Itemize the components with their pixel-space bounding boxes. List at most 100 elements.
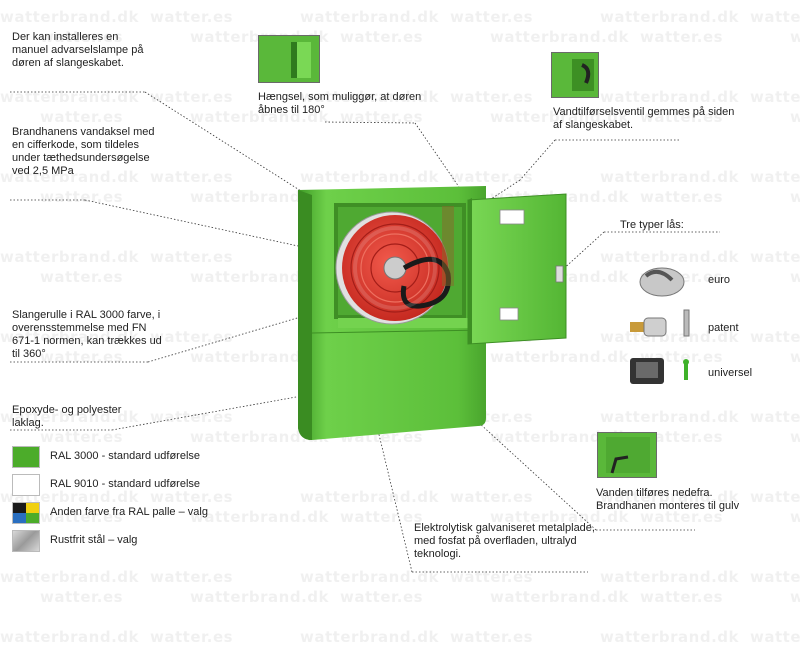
- hinge-callout: Hængsel, som muliggør, at døren åbnes ti…: [258, 91, 422, 116]
- watermark-text: watterbrand.dk: [190, 268, 329, 286]
- watermark-text: watter.es: [340, 508, 424, 526]
- color-option-label: RAL 9010 - standard udførelse: [50, 478, 201, 490]
- patent-lock-icon: [630, 309, 690, 337]
- color-swatch: [12, 502, 40, 524]
- watermark-text: watterbrand.dk: [0, 168, 139, 186]
- watermark-text: watter.es: [340, 108, 424, 126]
- watermark-text: watterbrand.dk: [300, 488, 439, 506]
- watermark-text: watterbrand.dk: [790, 188, 800, 206]
- valve-coupling-callout: Brandhanens vandaksel med en cifferkode,…: [12, 126, 155, 177]
- watermark-text: watter.es: [150, 408, 234, 426]
- watermark-text: watterbrand.dk: [490, 508, 629, 526]
- watermark-text: watterbrand.dk: [600, 568, 739, 586]
- watermark-text: watterbrand.dk: [790, 28, 800, 46]
- reel-callout: Slangerulle i RAL 3000 farve, i overenss…: [12, 309, 162, 360]
- color-swatch: [12, 530, 40, 552]
- watermark-text: watterbrand.dk: [190, 348, 329, 366]
- watermark-text: watterbrand.dk: [600, 328, 739, 346]
- watermark-text: watter.es: [150, 168, 234, 186]
- watermark-text: watterbrand.dk: [490, 348, 629, 366]
- watermark-text: watterbrand.dk: [190, 428, 329, 446]
- lamp-callout: Der kan installeres en manuel advarselsl…: [12, 31, 144, 69]
- watermark-text: watterbrand.dk: [490, 28, 629, 46]
- watermark-text: watter.es: [640, 188, 724, 206]
- watermark-text: watterbrand.dk: [490, 428, 629, 446]
- locks-title: Tre typer lås:: [620, 219, 684, 231]
- watermark-text: watter.es: [40, 508, 124, 526]
- watermark-text: watterbrand.dk: [0, 568, 139, 586]
- watermark-text: watter.es: [340, 28, 424, 46]
- watermark-text: watter.es: [150, 488, 234, 506]
- watermark-text: watterbrand.dk: [190, 188, 329, 206]
- watermark-text: watter.es: [750, 408, 800, 426]
- universal-lock-icon: [630, 358, 689, 384]
- hinge-thumbnail: [258, 35, 320, 83]
- water-supply-callout: Vanden tilføres nedefra. Brandhanen mont…: [596, 487, 740, 512]
- watermark-text: watterbrand.dk: [0, 328, 139, 346]
- watermark-text: watter.es: [150, 568, 234, 586]
- watermark-text: watter.es: [750, 248, 800, 266]
- watermark-text: watterbrand.dk: [790, 588, 800, 606]
- watermark-text: watterbrand.dk: [490, 588, 629, 606]
- watermark-text: watter.es: [750, 168, 800, 186]
- watermark-text: watterbrand.dk: [190, 508, 329, 526]
- watermark-text: watter.es: [450, 8, 534, 26]
- watermark-text: watterbrand.dk: [600, 8, 739, 26]
- color-swatch: [12, 446, 40, 468]
- watermark-text: watterbrand.dk: [600, 168, 739, 186]
- watermark-text: watterbrand.dk: [300, 568, 439, 586]
- watermark-text: watterbrand.dk: [190, 108, 329, 126]
- watermark-text: watterbrand.dk: [790, 108, 800, 126]
- lock-label-euro: euro: [708, 274, 731, 286]
- watermark-text: watter.es: [340, 588, 424, 606]
- valve-thumbnail: [551, 52, 599, 98]
- watermark-text: watter.es: [40, 28, 124, 46]
- watermark-text: watterbrand.dk: [600, 88, 739, 106]
- lock-label-patent: patent: [708, 322, 739, 334]
- watermark-text: watter.es: [40, 428, 124, 446]
- color-option-label: Anden farve fra RAL palle – valg: [50, 506, 208, 518]
- watermark-text: watter.es: [750, 568, 800, 586]
- watermark-text: watter.es: [40, 268, 124, 286]
- watermark-text: watterbrand.dk: [300, 88, 439, 106]
- watermark-text: watterbrand.dk: [600, 488, 739, 506]
- euro-lock-icon: [639, 267, 685, 297]
- watermark-text: watterbrand.dk: [600, 408, 739, 426]
- watermark-text: watter.es: [150, 328, 234, 346]
- watermark-text: watter.es: [640, 108, 724, 126]
- watermark-text: watterbrand.dk: [790, 268, 800, 286]
- watermark-text: watter.es: [640, 28, 724, 46]
- watermark-text: watter.es: [750, 488, 800, 506]
- metal-callout: Elektrolytisk galvaniseret metalplade, m…: [414, 522, 595, 560]
- floor-mount-thumbnail: [597, 432, 657, 478]
- watermark-text: watterbrand.dk: [790, 508, 800, 526]
- watermark-text: watterbrand.dk: [0, 408, 139, 426]
- watermark-text: watterbrand.dk: [0, 88, 139, 106]
- watermark-text: watter.es: [450, 488, 534, 506]
- watermark-text: watterbrand.dk: [0, 8, 139, 26]
- lock-icons: [630, 267, 690, 384]
- watermark-text: watter.es: [640, 428, 724, 446]
- watermark-text: watterbrand.dk: [190, 588, 329, 606]
- watermark-text: watterbrand.dk: [790, 428, 800, 446]
- watermark-text: watter.es: [450, 568, 534, 586]
- watermark-text: watterbrand.dk: [490, 108, 629, 126]
- watermark-text: watter.es: [450, 88, 534, 106]
- lock-label-universal: universel: [708, 367, 753, 379]
- watermark-text: watter.es: [40, 588, 124, 606]
- watermark-text: watter.es: [750, 8, 800, 26]
- watermark-text: watterbrand.dk: [600, 248, 739, 266]
- watermark-text: watter.es: [150, 88, 234, 106]
- watermark-text: watterbrand.dk: [790, 348, 800, 366]
- watermark-text: watter.es: [150, 248, 234, 266]
- watermark-text: watter.es: [750, 328, 800, 346]
- color-swatch: [12, 474, 40, 496]
- hose-reel: [335, 206, 454, 325]
- watermark-text: watter.es: [150, 8, 234, 26]
- watermark-text: watter.es: [40, 188, 124, 206]
- color-option-label: RAL 3000 - standard udførelse: [50, 450, 201, 462]
- watermark-text: watter.es: [640, 588, 724, 606]
- coating-callout: Epoxyde- og polyester laklag.: [12, 404, 122, 429]
- watermark-text: watter.es: [750, 88, 800, 106]
